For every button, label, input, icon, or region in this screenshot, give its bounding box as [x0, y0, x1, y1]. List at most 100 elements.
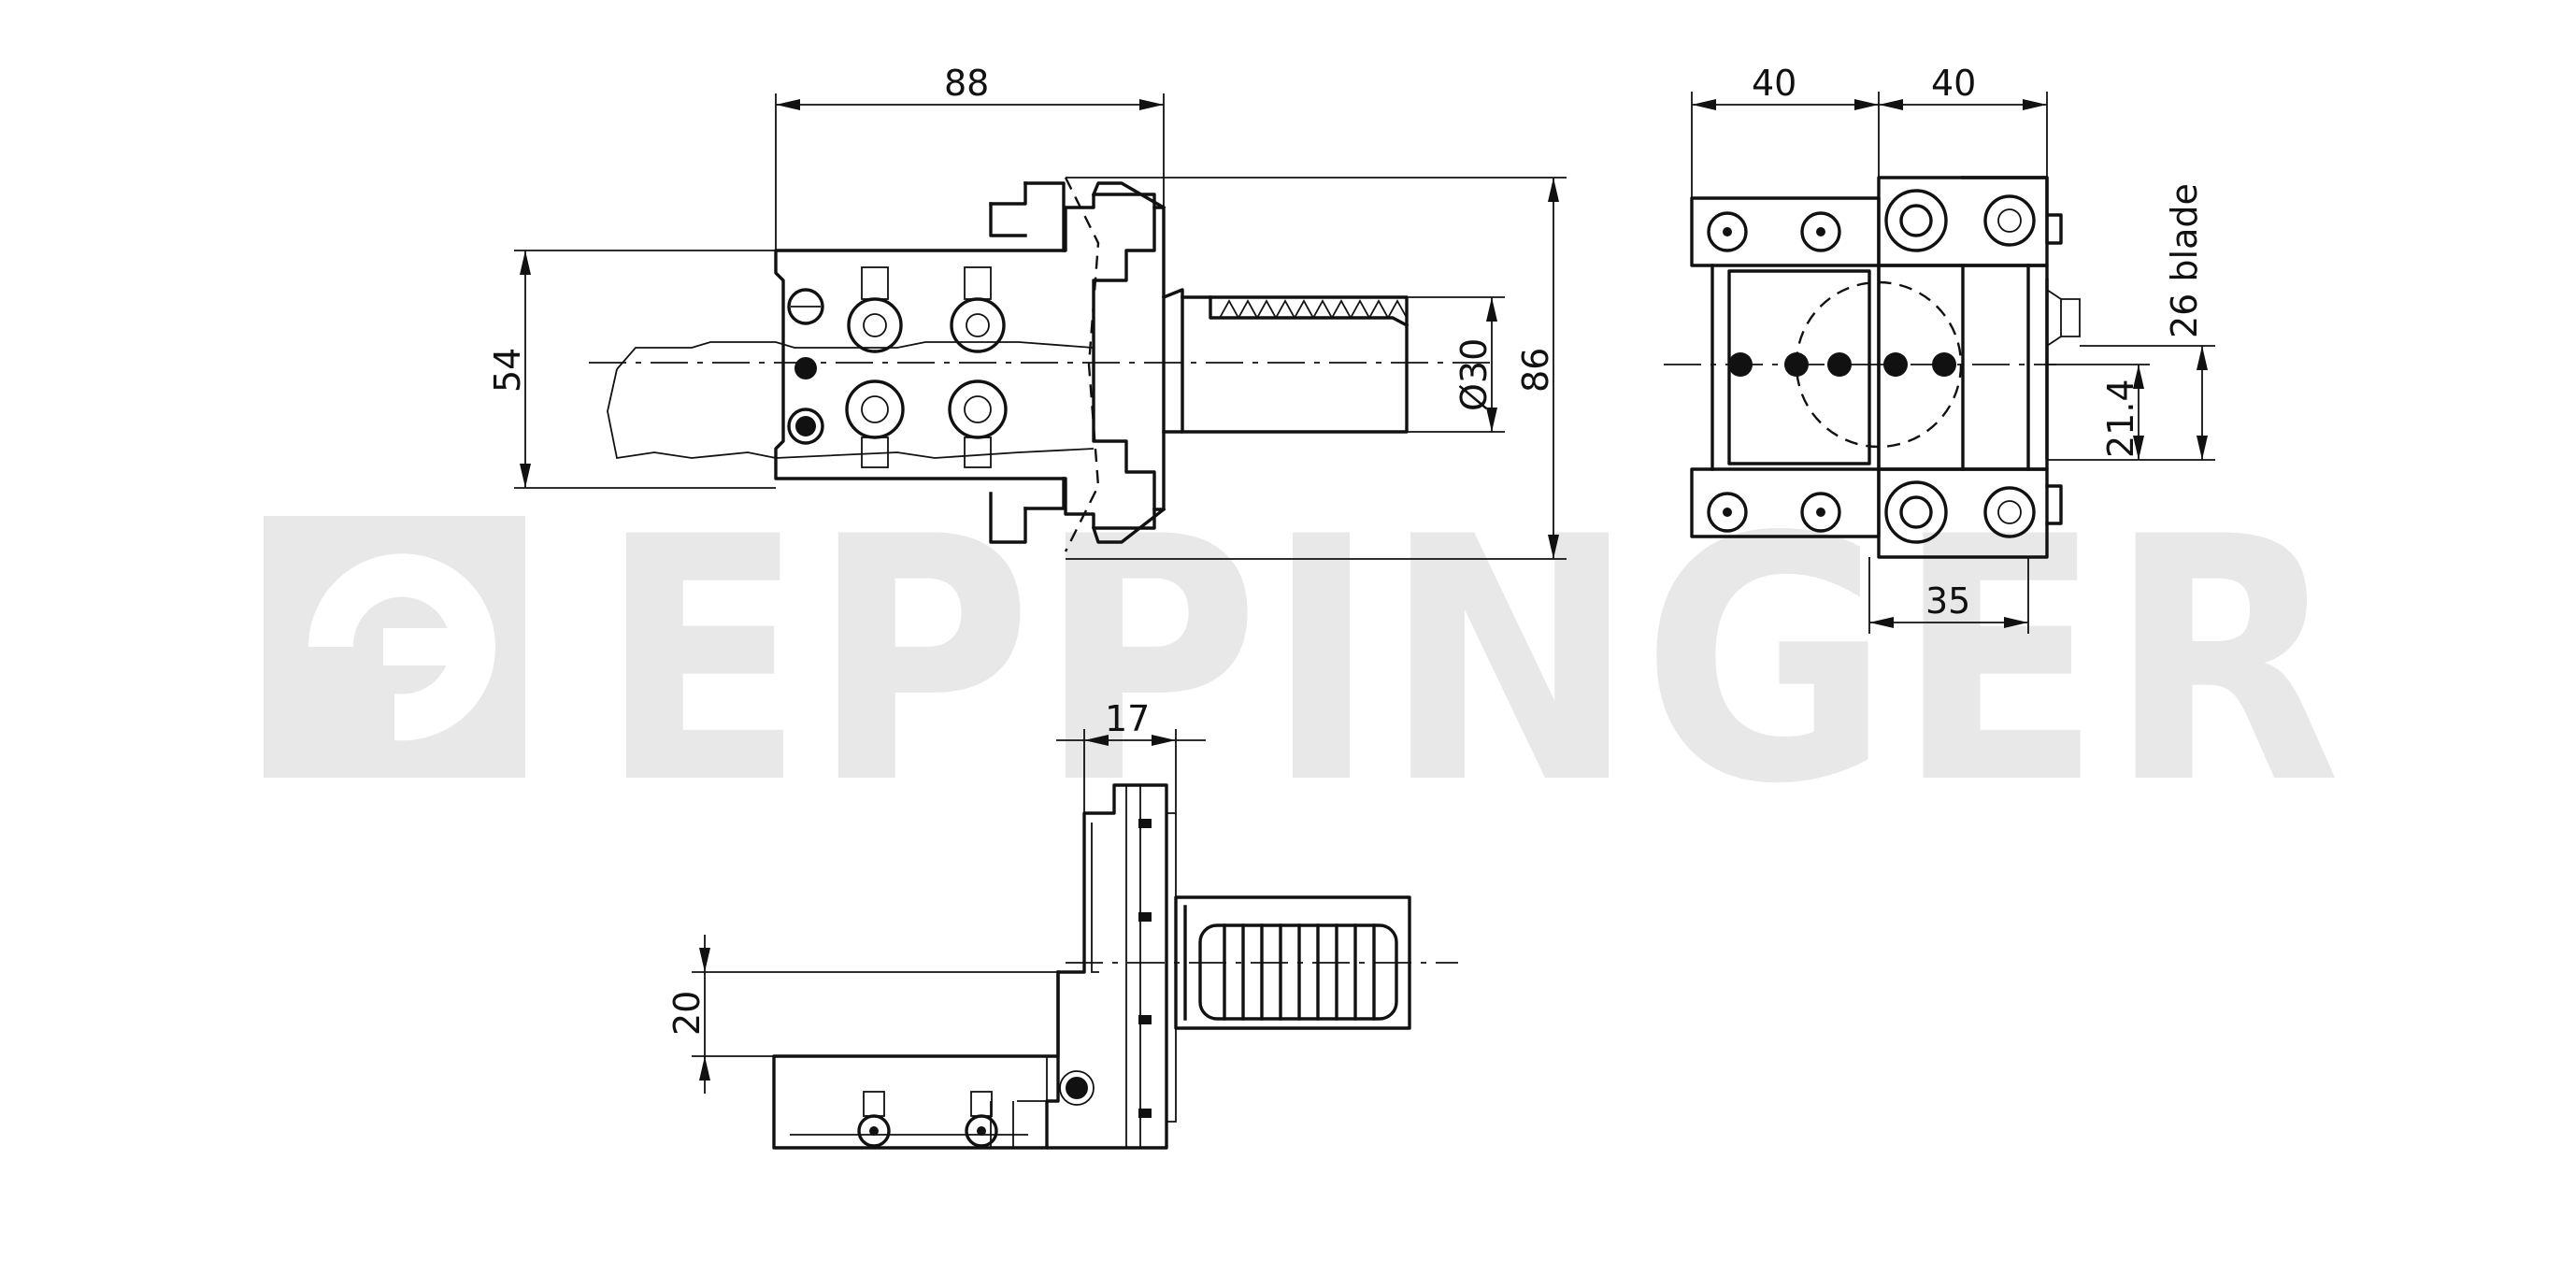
- side-view: 40 40 35 21.4 26 blade: [1664, 63, 2215, 634]
- screw-slot: [861, 436, 889, 468]
- screw-socket-icon: [964, 395, 992, 423]
- dim-30-label: Ø30: [1453, 338, 1495, 411]
- blade-screw-center: [977, 1126, 986, 1136]
- rail-screw-center: [1723, 508, 1732, 517]
- top-rail-right: [1961, 176, 2063, 245]
- clamp-screw-socket: [1899, 495, 1933, 529]
- front-view: 88 54 Ø30 86: [487, 63, 1567, 560]
- plate-inner-lines: [1125, 785, 1141, 1148]
- clamp-screw-socket: [1899, 204, 1933, 237]
- blade-slot: [990, 1101, 1014, 1148]
- screw-head-icon: [847, 297, 903, 353]
- shank-serration-base: [1209, 295, 1410, 328]
- blade-outline: [772, 970, 1060, 1150]
- dim-26-label: 26 blade: [2164, 183, 2205, 338]
- screw-socket-icon: [966, 313, 990, 337]
- front-flange-bottom-left: [989, 492, 1027, 544]
- coolant-plug-fill: [795, 416, 816, 436]
- plate-outline: [1045, 783, 1168, 1150]
- clamp-screw-socket: [1997, 208, 2022, 233]
- dim-35-label: 35: [1925, 580, 1970, 622]
- blade-screw-slot: [863, 1091, 885, 1117]
- marker: [1138, 1109, 1152, 1118]
- clamp-screw-icon: [1884, 480, 1948, 544]
- screw-socket-icon: [863, 313, 887, 337]
- screw-socket-icon: [861, 395, 889, 423]
- dim-17-label: 17: [1105, 698, 1150, 739]
- front-flange-top-step: [989, 181, 1027, 206]
- blade-step: [1017, 1056, 1048, 1102]
- dim-21-label: 21.4: [2100, 379, 2141, 458]
- marker: [1138, 912, 1152, 922]
- arrow: [1084, 735, 1109, 746]
- dim-20-label: 20: [666, 991, 708, 1036]
- front-ring-top: [1091, 181, 1166, 210]
- front-ring: [1152, 206, 1166, 511]
- plate-inner-step: [1091, 823, 1099, 973]
- arrow: [2197, 436, 2208, 460]
- rail-screw-icon: [1800, 492, 1841, 533]
- shank-serration-teeth: [1219, 299, 1408, 320]
- blade-screw-slot: [970, 1091, 993, 1117]
- arrow: [2023, 99, 2047, 110]
- dim-88-label: 88: [944, 63, 989, 104]
- marker: [1138, 1015, 1152, 1024]
- arrow: [520, 250, 531, 275]
- coolant-plug-icon: [1066, 1077, 1088, 1099]
- pin-icon: [1932, 352, 1956, 377]
- front-flange-top: [1023, 181, 1066, 252]
- screw-head-icon: [948, 379, 1008, 439]
- clamp-screw-icon: [1983, 194, 2036, 247]
- top-view: 17 20: [666, 698, 1458, 1150]
- arrow: [1692, 99, 1716, 110]
- arrow: [1152, 735, 1176, 746]
- clamp-screw-icon: [1884, 189, 1948, 252]
- set-screw-icon: [787, 288, 824, 325]
- watermark-text: EPPINGER: [598, 465, 2346, 857]
- arrow: [1486, 297, 1497, 322]
- marker: [1138, 819, 1152, 828]
- rail-screw-center: [1816, 508, 1825, 517]
- arrow: [1869, 617, 1894, 628]
- top-rail-center: [1877, 176, 2049, 267]
- arrow: [776, 99, 800, 110]
- dim-86-label: 86: [1515, 348, 1556, 393]
- dim-54-label: 54: [487, 348, 528, 393]
- side-blade-clamp: [2046, 289, 2062, 347]
- bottom-rail-right: [2045, 484, 2063, 525]
- rail-screw-center: [1816, 227, 1825, 236]
- arrow: [1486, 408, 1497, 432]
- top-rail-left: [1690, 196, 1881, 267]
- coolant-plug-icon: [787, 408, 824, 445]
- shank-collar: [1161, 288, 1184, 434]
- pin-icon: [1728, 352, 1753, 377]
- blade-screw-center: [869, 1126, 879, 1136]
- arrow: [699, 1056, 710, 1080]
- front-cone-hidden: [1064, 177, 1100, 552]
- shank-serration-ribs: [1223, 923, 1376, 1021]
- serration-lines: [1223, 923, 1376, 1021]
- arrow: [1854, 99, 1879, 110]
- front-flange-bottom: [1023, 477, 1066, 510]
- pin-icon: [1827, 352, 1852, 377]
- arrow: [1548, 535, 1559, 559]
- dim-40-right-label: 40: [1931, 63, 1976, 104]
- rail-screw-icon: [1707, 492, 1748, 533]
- arrow: [1139, 99, 1164, 110]
- rail-screw-icon: [1800, 211, 1841, 252]
- side-body-right: [2026, 264, 2049, 471]
- arrow: [699, 948, 710, 972]
- arrow: [2133, 436, 2144, 460]
- watermark-logo-bar: [383, 628, 486, 665]
- arrow: [2133, 365, 2144, 389]
- clamp-screw-socket: [1997, 500, 2022, 524]
- arrow: [2197, 346, 2208, 370]
- arrow: [2004, 617, 2028, 628]
- front-ring-bottom: [1091, 507, 1166, 544]
- watermark: EPPINGER: [264, 465, 2346, 857]
- shank-body: [1181, 295, 1409, 434]
- screw-slot: [964, 266, 992, 300]
- screw-head-icon: [845, 379, 905, 439]
- dim-40-left-label: 40: [1752, 63, 1796, 104]
